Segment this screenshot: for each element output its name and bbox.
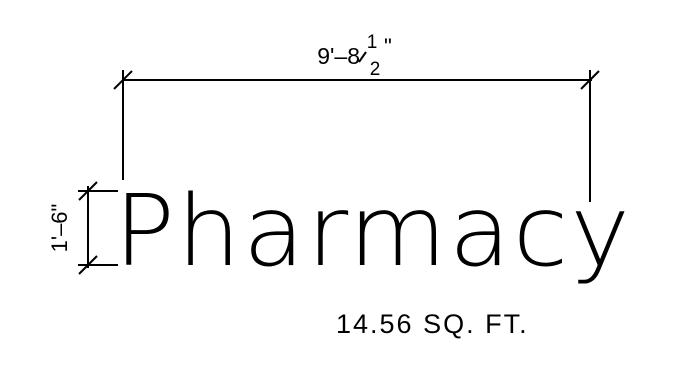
sign-area-label: 14.56 SQ. FT. [336,309,529,339]
width-dimension-numerator: 1 [367,32,378,53]
width-tick-right [580,70,600,90]
width-dimension-denominator: 2 [370,59,381,80]
height-tick-bottom [78,255,98,275]
width-dimension-fraction-bar [358,51,367,63]
width-tick-left [113,70,133,90]
width-dimension-whole: 9'–8 [317,43,360,69]
sign-lettering: Pharmacy [114,175,632,289]
height-dimension-label: 1'–6" [47,204,72,253]
height-tick-top [78,181,98,201]
width-dimension-inch-mark: " [384,34,392,59]
width-dimension [113,70,600,202]
height-dimension [78,181,118,275]
width-dimension-label: 9'–8 1 2 " [317,32,392,80]
